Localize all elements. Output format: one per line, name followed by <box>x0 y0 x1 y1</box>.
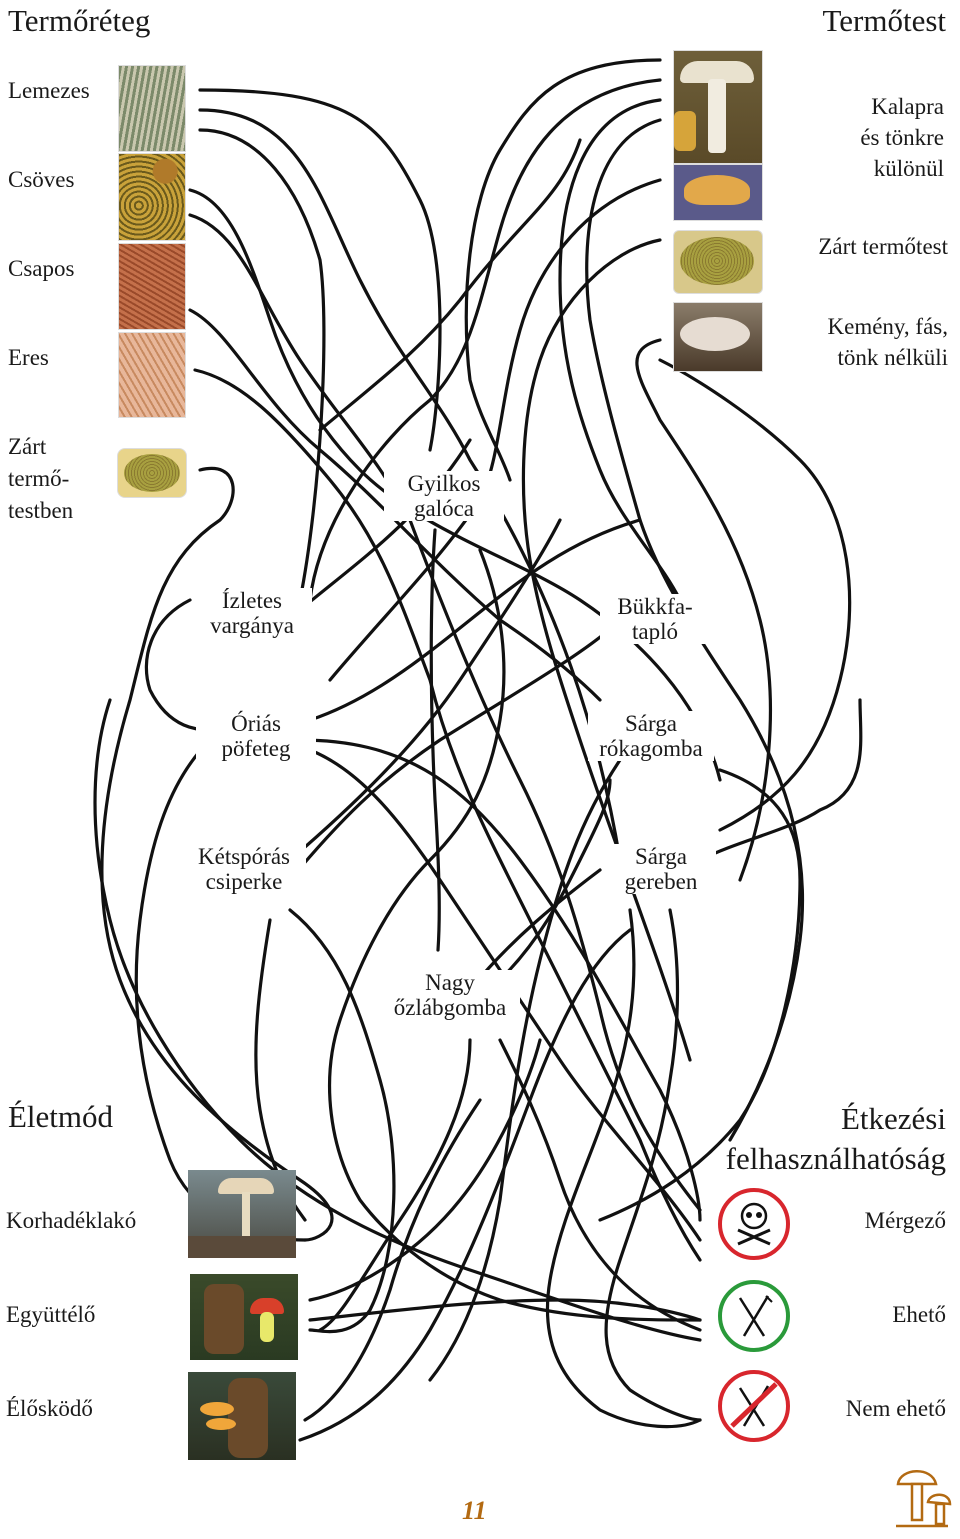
section-title-termoreteg: Termőréteg <box>8 3 151 38</box>
termotest-1a: Kalapra <box>871 94 944 119</box>
chanterelle-photo <box>673 164 763 221</box>
etkezesi-nem-eheto: Nem ehető <box>845 1396 946 1421</box>
eletmod-eloskodo: Élősködő <box>6 1396 93 1421</box>
termotest-1b: és tönkre <box>860 125 944 150</box>
mushroom-bukkfa-taplo: Bükkfa- tapló <box>600 594 710 644</box>
eletmod-korhadeklako: Korhadéklakó <box>6 1208 137 1233</box>
section-title-etkezesi-1: Étkezési <box>840 1101 946 1136</box>
mushroom-ketsporas-csiperke: Kétspórás csiperke <box>182 844 306 894</box>
teeth-photo <box>118 243 186 330</box>
closed-body-photo <box>673 230 763 294</box>
termoreteg-csapos: Csapos <box>8 256 75 281</box>
saprophyte-illustration <box>188 1170 296 1258</box>
termoreteg-zart-2: termő- <box>8 466 70 491</box>
mushroom-sarga-gereben: Sárga gereben <box>606 844 716 894</box>
parasite-illustration <box>188 1372 296 1460</box>
mushroom-gyilkos-line2: galóca <box>413 496 474 521</box>
etkezesi-mergezo: Mérgező <box>864 1208 946 1233</box>
mushroom-ketsporas-line1: Kétspórás <box>198 844 290 869</box>
mushroom-logo-icon <box>892 1462 952 1532</box>
termoreteg-eres: Eres <box>8 345 49 370</box>
mushroom-orias-line2: pöfeteg <box>221 736 291 761</box>
bracket-photo <box>673 302 763 372</box>
mushroom-ketsporas-line2: csiperke <box>205 869 283 894</box>
mushroom-bukk-line2: tapló <box>632 619 678 644</box>
mushroom-gyilkos-galoca: Gyilkos galóca <box>384 471 504 521</box>
mushroom-orias-pofeteg: Óriás pöfeteg <box>196 711 316 761</box>
symbiont-illustration <box>190 1274 298 1360</box>
termotest-3a: Kemény, fás, <box>827 314 949 339</box>
inedible-crossed-icon <box>718 1370 790 1442</box>
section-title-termotest: Termőtest <box>822 3 946 38</box>
mushroom-gereben-line1: Sárga <box>635 844 687 869</box>
section-title-etkezesi-2: felhasználhatóság <box>725 1141 946 1176</box>
mushroom-sarga-rokagomba: Sárga rókagomba <box>588 711 714 761</box>
mushroom-nagy-line1: Nagy <box>425 970 475 995</box>
mushroom-izletes-varganya: Ízletes vargánya <box>192 588 312 638</box>
veins-photo <box>118 332 186 418</box>
mushroom-roka-line1: Sárga <box>625 711 677 736</box>
page-number: 11 <box>462 1496 487 1525</box>
termotest-3b: tönk nélküli <box>837 345 948 370</box>
termoreteg-lemezes: Lemezes <box>8 78 90 103</box>
mushroom-izletes-line1: Ízletes <box>221 588 282 613</box>
mushroom-nagy-line2: őzlábgomba <box>393 995 507 1020</box>
termoreteg-zart-3: testben <box>8 498 74 523</box>
mushroom-roka-line2: rókagomba <box>599 736 703 761</box>
mushroom-gereben-line2: gereben <box>624 869 698 894</box>
etkezesi-eheto: Ehető <box>892 1302 946 1327</box>
cap-stem-photo <box>673 50 763 164</box>
pores-photo <box>118 153 186 241</box>
mushroom-orias-line1: Óriás <box>231 711 281 736</box>
poison-skull-icon <box>718 1188 790 1260</box>
mushroom-nagy-ozlabgomba: Nagy őzlábgomba <box>380 970 520 1020</box>
gills-photo <box>118 65 186 152</box>
termoreteg-zart-1: Zárt <box>8 434 47 459</box>
eletmod-egyutelo: Együttélő <box>6 1302 96 1327</box>
termoreteg-csoves: Csöves <box>8 167 75 192</box>
section-title-eletmod: Életmód <box>8 1099 114 1134</box>
closed-cap-photo <box>117 448 187 498</box>
termotest-2: Zárt termőtest <box>818 234 948 259</box>
edible-fork-knife-icon <box>718 1280 790 1352</box>
termotest-1c: különül <box>873 156 944 181</box>
mushroom-gyilkos-line1: Gyilkos <box>407 471 481 496</box>
mushroom-bukk-line1: Bükkfa- <box>617 594 693 619</box>
mushroom-izletes-line2: vargánya <box>210 613 294 638</box>
